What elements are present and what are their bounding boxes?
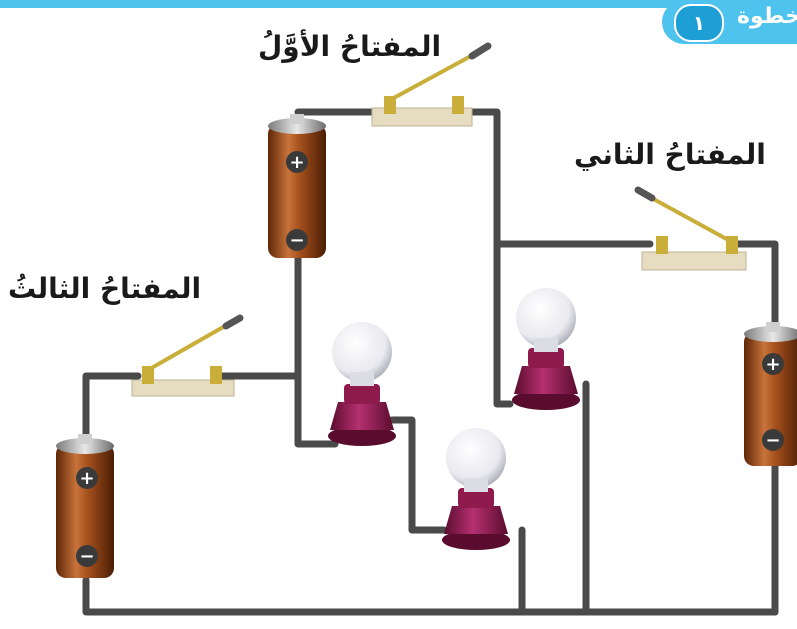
battery-1-plus-sign: +: [289, 152, 304, 173]
switch-3: [131, 314, 244, 397]
battery-2-minus-sign: −: [765, 430, 780, 451]
battery-1: [268, 114, 326, 258]
bulb-2: [512, 288, 580, 410]
battery-3-plus-sign: +: [79, 468, 94, 489]
battery-2-plus-sign: +: [765, 354, 780, 375]
battery-2: [744, 322, 797, 466]
switch-2-label: المفتاحُ الثاني: [574, 138, 766, 171]
step-number-badge: ١: [674, 4, 724, 42]
wire-switch2-to-battery2: [731, 240, 779, 329]
wire-bulb1-to-bulb3: [388, 416, 448, 534]
header-bar: [0, 0, 797, 8]
switch-1: [371, 42, 492, 127]
bulb-1: [328, 322, 396, 446]
wire-switch3-to-battery3: [82, 372, 142, 444]
battery-1-minus-sign: −: [289, 230, 304, 251]
switch-3-label: المفتاحُ الثالثُ: [8, 272, 202, 305]
battery-3-minus-sign: −: [79, 546, 94, 567]
switch-1-label: المفتاحُ الأوَّلُ: [258, 30, 442, 63]
switch-2: [634, 186, 747, 271]
wire-junction-to-bulb2: [493, 240, 514, 408]
step-word: خطوة: [737, 4, 797, 29]
bulb-3: [442, 428, 510, 550]
battery-3: [56, 434, 114, 578]
wire-battery1-down: [294, 254, 339, 448]
wires: [82, 108, 779, 616]
wire-switch1-to-junction: [458, 108, 501, 248]
